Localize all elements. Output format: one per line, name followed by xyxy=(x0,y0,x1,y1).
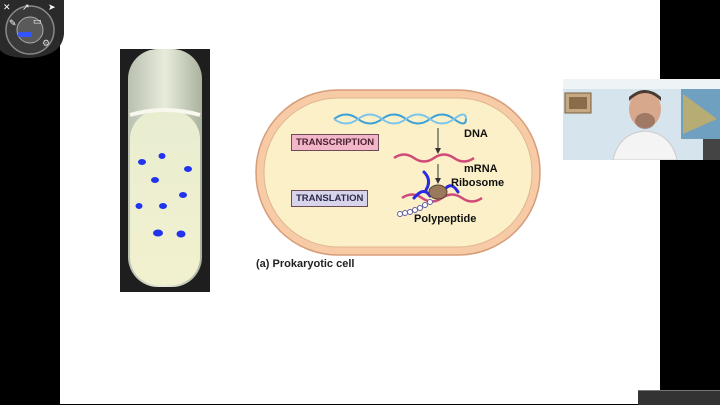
colony xyxy=(158,153,166,159)
highlighter-icon[interactable] xyxy=(18,32,32,37)
diagram-caption: (a) Prokaryotic cell xyxy=(256,258,355,270)
video-control-strip[interactable] xyxy=(638,390,720,405)
share-icon[interactable]: ↗ xyxy=(22,2,30,12)
mrna-label: mRNA xyxy=(464,163,498,175)
colony xyxy=(176,230,186,238)
colony xyxy=(153,229,163,237)
ribosome-label: Ribosome xyxy=(451,177,505,189)
colony xyxy=(179,192,187,198)
mrna-strand xyxy=(393,153,475,163)
annotation-marks xyxy=(412,170,460,200)
webcam-video xyxy=(563,79,720,160)
colony xyxy=(138,159,146,165)
transcription-label-box: TRANSCRIPTION xyxy=(291,134,380,151)
polypeptide-chain xyxy=(397,199,433,217)
test-tube-photo xyxy=(120,49,210,292)
pen-icon[interactable]: ✎ xyxy=(9,18,17,28)
colony xyxy=(135,203,143,209)
dna-label: DNA xyxy=(464,128,488,140)
ribosome xyxy=(428,184,448,200)
settings-icon[interactable]: ⚙ xyxy=(42,38,51,48)
colony xyxy=(151,177,159,183)
close-icon[interactable]: ✕ xyxy=(3,2,11,12)
dna-helix xyxy=(333,113,467,125)
colony xyxy=(159,203,167,209)
eraser-icon[interactable]: ▭ xyxy=(33,16,42,26)
translation-label-box: TRANSLATION xyxy=(291,190,369,207)
colony xyxy=(184,166,192,172)
annotation-toolbar[interactable]: ✕ ↗ ➤ ✎ ▭ ⚙ xyxy=(0,0,64,60)
cursor-icon[interactable]: ➤ xyxy=(48,2,56,12)
polypeptide-label: Polypeptide xyxy=(414,213,477,225)
